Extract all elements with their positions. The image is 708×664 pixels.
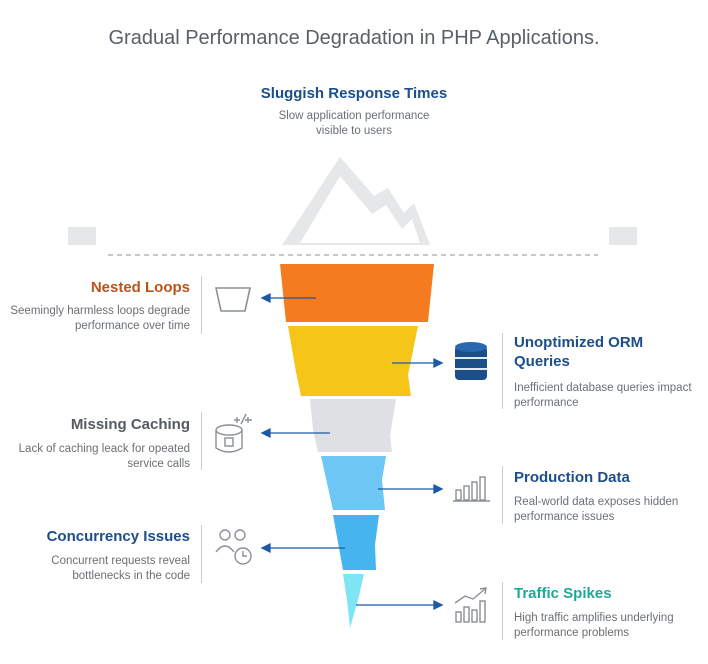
cache-icon — [215, 413, 252, 453]
divider-orm-queries — [502, 333, 503, 409]
divider-nested-loops — [201, 276, 202, 334]
label-traffic-spikes-desc-1: High traffic amplifies underlying — [514, 612, 674, 624]
divider-missing-caching — [201, 412, 202, 470]
top-label-desc-2: visible to users — [315, 125, 393, 137]
label-missing-caching: Missing Caching Lack of caching leack fo… — [0, 416, 190, 472]
label-traffic-spikes-title: Traffic Spikes — [514, 585, 612, 602]
bucket-icon — [215, 287, 251, 312]
label-production-data-desc-1: Real-world data exposes hidden — [514, 496, 679, 508]
top-label: Sluggish Response Times Slow application… — [204, 85, 504, 139]
layer-concurrency — [333, 515, 379, 570]
label-missing-caching-desc-2: service calls — [127, 458, 190, 470]
label-traffic-spikes-desc-2: performance problems — [514, 627, 630, 639]
label-production-data: Production Data Real-world data exposes … — [514, 469, 708, 525]
label-concurrency-desc-2: bottlenecks in the code — [72, 570, 190, 582]
layer-traffic-spikes — [343, 574, 364, 628]
label-missing-caching-title: Missing Caching — [70, 416, 190, 433]
divider-traffic-spikes — [502, 582, 503, 640]
label-nested-loops-desc-2: performance over time — [74, 320, 190, 332]
waterline-block-left — [68, 227, 96, 245]
divider-production-data — [502, 466, 503, 524]
label-concurrency: Concurrency Issues Concurrent requests r… — [0, 528, 190, 584]
label-orm-queries-title-2: Queries — [514, 353, 570, 370]
label-orm-queries-desc-1: Inefficient database queries impact — [514, 382, 692, 394]
label-orm-queries-title-1: Unoptimized ORM — [514, 334, 644, 351]
label-missing-caching-desc-1: Lack of caching leack for opeated — [18, 443, 190, 455]
label-production-data-title: Production Data — [514, 469, 630, 486]
label-nested-loops-title: Nested Loops — [90, 279, 190, 296]
layer-orm-queries — [288, 326, 418, 396]
label-orm-queries-desc-2: performance — [514, 397, 579, 409]
database-icon — [455, 342, 487, 380]
top-label-title: Sluggish Response Times — [260, 85, 448, 102]
label-orm-queries: Unoptimized ORM Queries Inefficient data… — [514, 333, 708, 411]
layer-missing-caching — [310, 399, 396, 452]
layer-production-data — [321, 456, 386, 510]
iceberg-tip-inner — [300, 176, 420, 243]
label-production-data-desc-2: performance issues — [514, 511, 615, 523]
label-nested-loops: Nested Loops Seemingly harmless loops de… — [0, 279, 190, 334]
label-traffic-spikes: Traffic Spikes High traffic amplifies un… — [514, 585, 708, 641]
label-concurrency-title: Concurrency Issues — [46, 528, 190, 545]
trend-chart-icon — [454, 587, 487, 623]
layer-nested-loops — [280, 264, 434, 322]
bar-chart-icon — [453, 476, 490, 502]
top-label-desc-1: Slow application performance — [278, 110, 430, 122]
label-nested-loops-desc-1: Seemingly harmless loops degrade — [10, 305, 190, 317]
waterline-block-right — [609, 227, 637, 245]
page-title: Gradual Performance Degradation in PHP A… — [108, 27, 600, 49]
divider-concurrency — [201, 525, 202, 583]
users-clock-icon — [215, 529, 252, 565]
label-concurrency-desc-1: Concurrent requests reveal — [51, 555, 190, 567]
